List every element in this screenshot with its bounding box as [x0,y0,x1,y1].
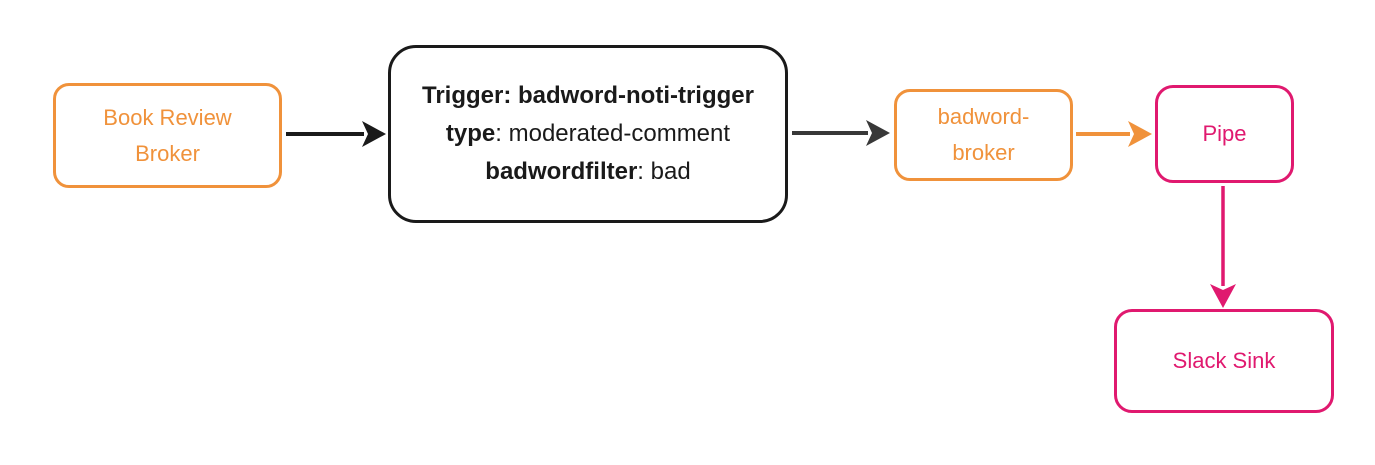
trigger-line-1: Trigger: badword-noti-trigger [422,82,754,109]
node-pipe: Pipe [1155,85,1294,183]
arrow-book-to-trigger [286,121,386,147]
trigger-line-3: badwordfilter: bad [485,158,691,185]
node-pipe-label: Pipe [1202,121,1247,146]
arrow-trigger-to-broker [792,120,890,146]
node-book-review-broker: Book Review Broker [53,83,282,188]
node-slack-sink-label: Slack Sink [1172,348,1276,373]
node-badword-broker: badword-broker [894,89,1073,181]
node-badword-broker-label: badword-broker [937,104,1030,165]
node-book-review-broker-label: Book Review Broker [103,104,232,166]
arrow-pipe-to-slack-sink [1210,186,1236,308]
node-trigger-label: Trigger: badword-noti-trigger type: mode… [422,77,754,191]
arrow-broker-to-pipe [1076,121,1152,147]
trigger-line-2: type: moderated-comment [445,120,731,147]
node-slack-sink: Slack Sink [1114,309,1334,413]
node-trigger: Trigger: badword-noti-trigger type: mode… [388,45,788,223]
